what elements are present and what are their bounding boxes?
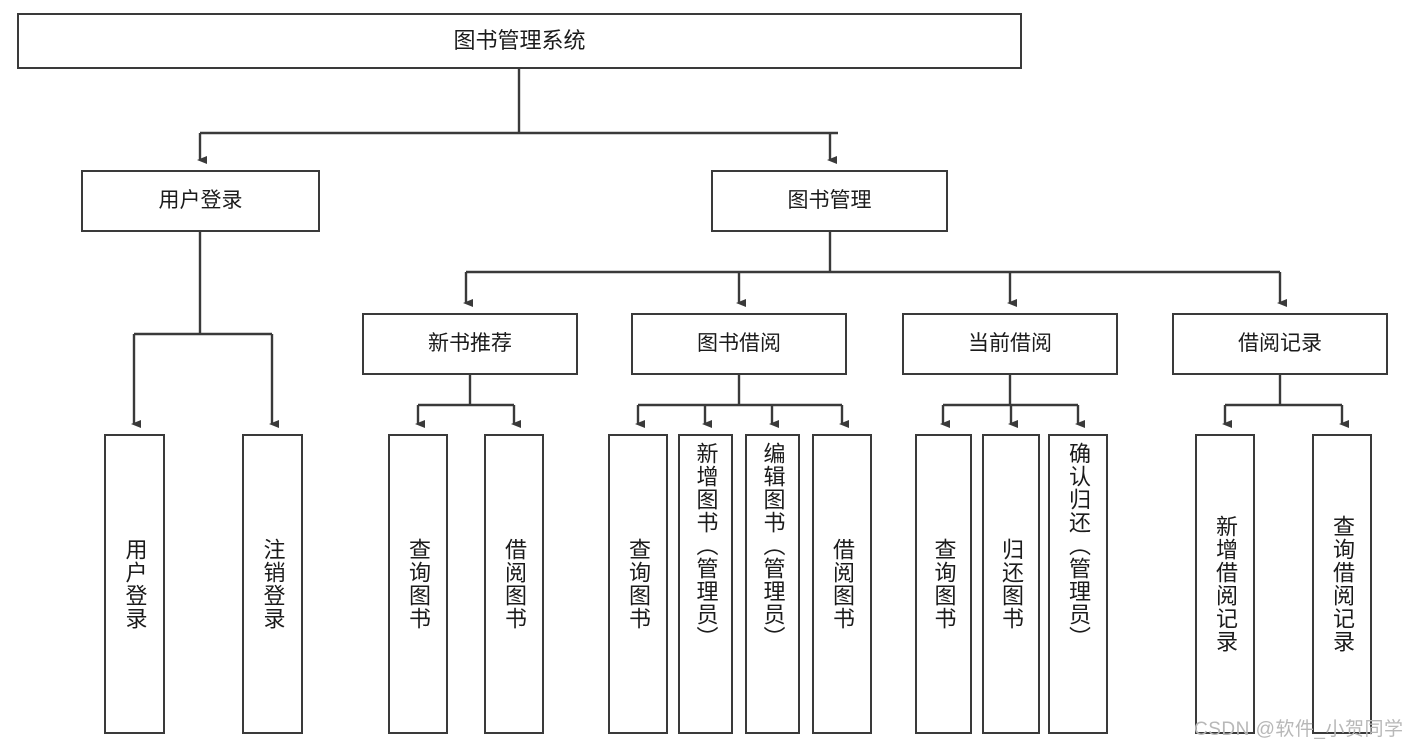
node-new-book-recommend-label: 新书推荐 — [428, 331, 512, 355]
node-leaf-query-book-1-label: 查询图书 — [406, 538, 431, 630]
node-leaf-return-book[interactable]: 归还图书 — [982, 434, 1040, 734]
node-book-manage[interactable]: 图书管理 — [711, 170, 948, 232]
node-leaf-edit-book-label: 编辑图书（管理员） — [760, 442, 786, 649]
node-user-login-label: 用户登录 — [158, 188, 243, 212]
node-leaf-borrow-book-1[interactable]: 借阅图书 — [484, 434, 544, 734]
node-leaf-borrow-book-2-label: 借阅图书 — [830, 538, 855, 630]
node-leaf-query-book-3-label: 查询图书 — [931, 538, 957, 630]
node-user-login[interactable]: 用户登录 — [81, 170, 320, 232]
watermark: CSDN @软件_小贺同学 — [1194, 719, 1404, 740]
node-leaf-query-borrow-record-label: 查询借阅记录 — [1330, 515, 1355, 653]
node-current-borrow-label: 当前借阅 — [968, 331, 1052, 355]
node-leaf-query-borrow-record[interactable]: 查询借阅记录 — [1312, 434, 1372, 734]
node-leaf-query-book-3[interactable]: 查询图书 — [915, 434, 972, 734]
node-leaf-borrow-book-1-label: 借阅图书 — [502, 538, 527, 630]
node-borrow-record-label: 借阅记录 — [1238, 331, 1322, 355]
node-new-book-recommend[interactable]: 新书推荐 — [362, 313, 578, 375]
node-current-borrow[interactable]: 当前借阅 — [902, 313, 1118, 375]
node-leaf-add-book-label: 新增图书（管理员） — [693, 442, 719, 649]
node-book-borrow-label: 图书借阅 — [697, 331, 781, 355]
node-leaf-user-login[interactable]: 用户登录 — [104, 434, 165, 734]
node-leaf-query-book-1[interactable]: 查询图书 — [388, 434, 448, 734]
node-book-manage-label: 图书管理 — [787, 188, 872, 212]
node-root[interactable]: 图书管理系统 — [17, 13, 1022, 69]
node-leaf-confirm-return-label: 确认归还（管理员） — [1066, 442, 1091, 649]
node-leaf-add-book[interactable]: 新增图书（管理员） — [678, 434, 733, 734]
node-leaf-user-logout[interactable]: 注销登录 — [242, 434, 303, 734]
node-leaf-edit-book[interactable]: 编辑图书（管理员） — [745, 434, 800, 734]
node-leaf-add-borrow-record[interactable]: 新增借阅记录 — [1195, 434, 1255, 734]
node-book-borrow[interactable]: 图书借阅 — [631, 313, 847, 375]
node-leaf-query-book-2[interactable]: 查询图书 — [608, 434, 668, 734]
node-leaf-return-book-label: 归还图书 — [999, 538, 1024, 630]
node-root-label: 图书管理系统 — [453, 28, 586, 54]
node-leaf-query-book-2-label: 查询图书 — [626, 538, 651, 630]
node-borrow-record[interactable]: 借阅记录 — [1172, 313, 1388, 375]
node-leaf-borrow-book-2[interactable]: 借阅图书 — [812, 434, 872, 734]
node-leaf-user-login-label: 用户登录 — [122, 538, 148, 630]
node-leaf-add-borrow-record-label: 新增借阅记录 — [1213, 515, 1238, 653]
node-leaf-user-logout-label: 注销登录 — [260, 538, 286, 630]
node-leaf-confirm-return[interactable]: 确认归还（管理员） — [1048, 434, 1108, 734]
